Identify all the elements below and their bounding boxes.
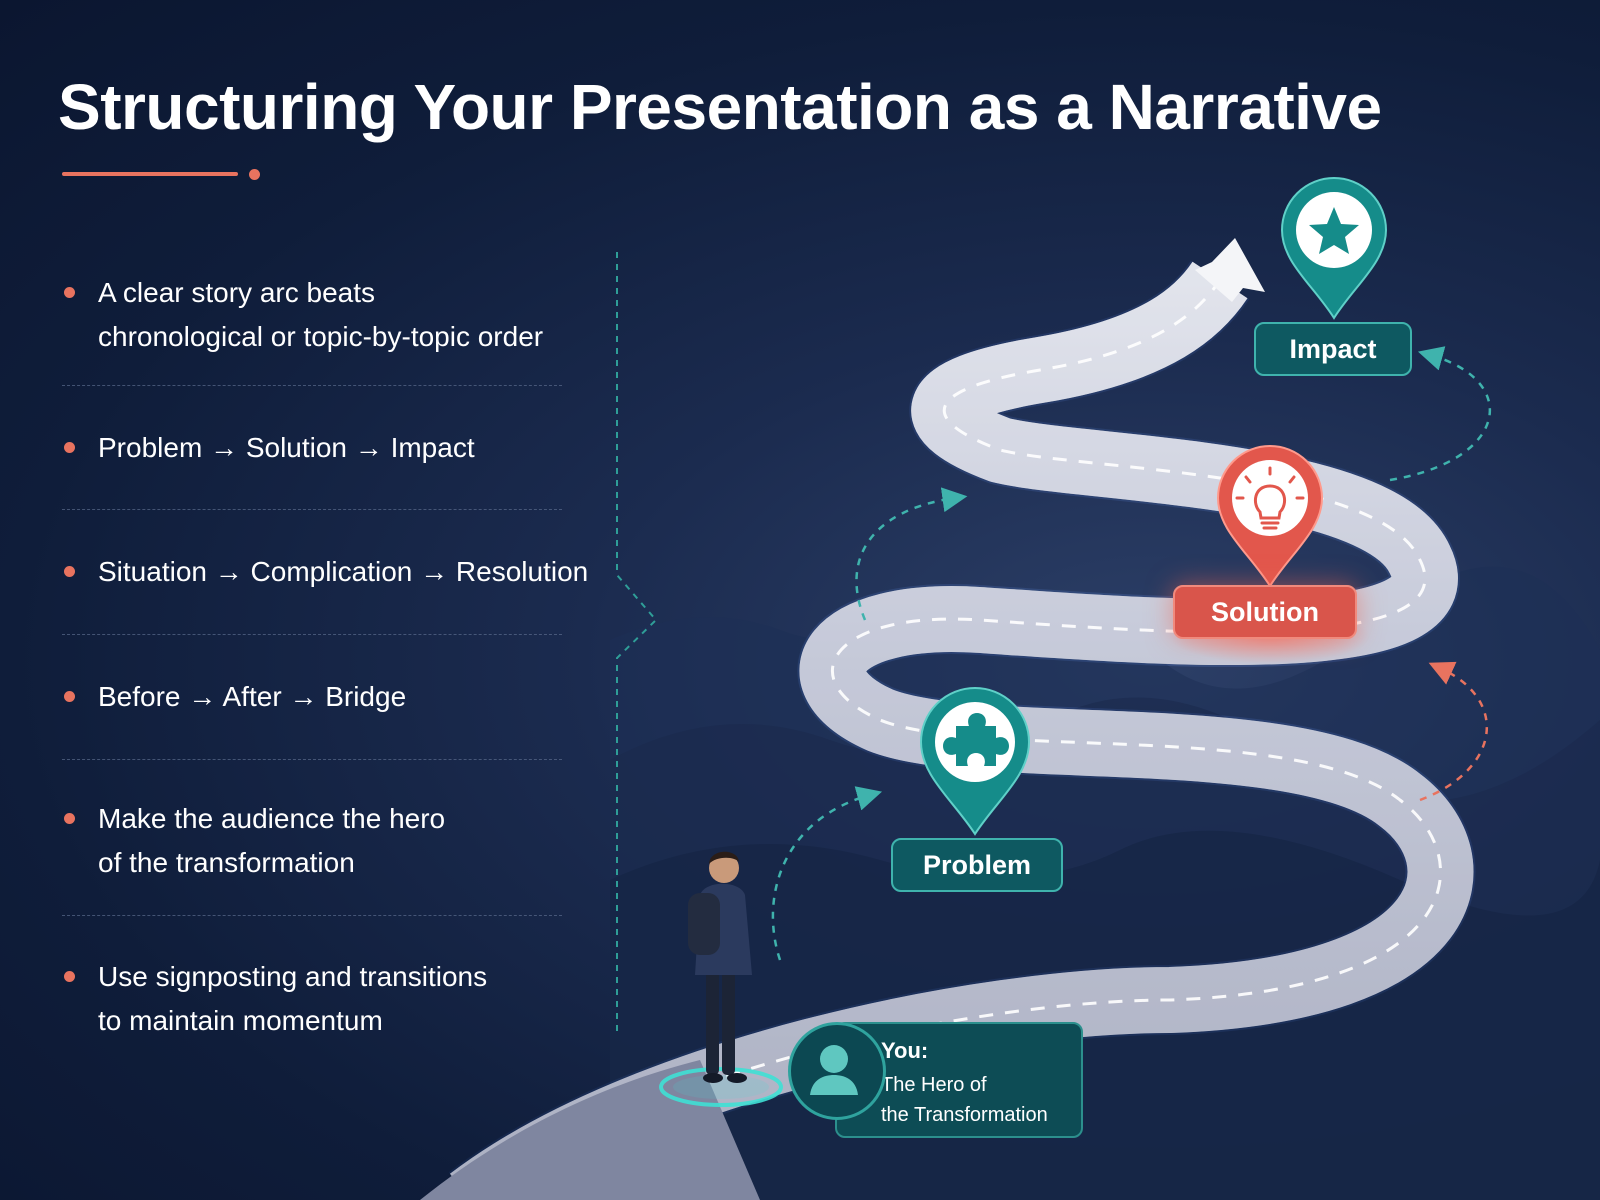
bullet-dot [64,566,75,577]
bullet-separator [62,634,562,635]
bullet-dot [64,691,75,702]
bullet-text: of the transformation [98,847,355,878]
hero-figure [659,851,783,1107]
bullet-dot [64,442,75,453]
hero-card-text: The Hero of the Transformation [881,1070,1048,1130]
bullet-separator [62,915,562,916]
bullet-dot [64,287,75,298]
hero-card-line: the Transformation [881,1104,1048,1126]
bullet-separator [62,759,562,760]
impact-pin [1280,176,1388,320]
road-foreground [420,1060,760,1200]
bullet-dot [64,971,75,982]
impact-label: Impact [1254,322,1412,376]
flow-arrow-3 [1419,661,1489,802]
bullet-separator [62,385,562,386]
problem-pin [919,686,1031,836]
person-avatar-graphic [810,1045,858,1095]
page-title: Structuring Your Presentation as a Narra… [58,71,1382,143]
bullet-text: to maintain momentum [98,1005,383,1036]
hero-card-title: You: [881,1038,929,1063]
title-underline-dot [249,169,260,180]
bullet-text: Make the audience the hero [98,803,446,834]
person-avatar-icon [788,1022,886,1120]
bullet-text: Problem → Solution → Impact [98,432,475,463]
flow-arrow-4 [1389,346,1492,482]
title-underline [62,172,238,176]
star-icon [1309,207,1359,254]
road-center-line [469,279,1442,1200]
road-arrow-head-icon [1195,238,1265,302]
hero-card-line: The Hero of [881,1074,987,1096]
bullet-text: chronological or topic-by-topic order [98,321,544,352]
problem-label: Problem [891,838,1063,892]
bullet-dot [64,813,75,824]
bullet-separator [62,509,562,510]
bullet-text: Before → After → Bridge [98,681,407,712]
solution-label: Solution [1173,585,1357,639]
bullet-text: A clear story arc beats [98,277,376,308]
bullet-text: Use signposting and transitions [98,961,488,992]
lightbulb-icon [1235,466,1305,530]
bullet-text: Situation → Complication → Resolution [98,556,589,587]
puzzle-piece-icon [943,713,1009,766]
solution-pin [1216,444,1324,588]
